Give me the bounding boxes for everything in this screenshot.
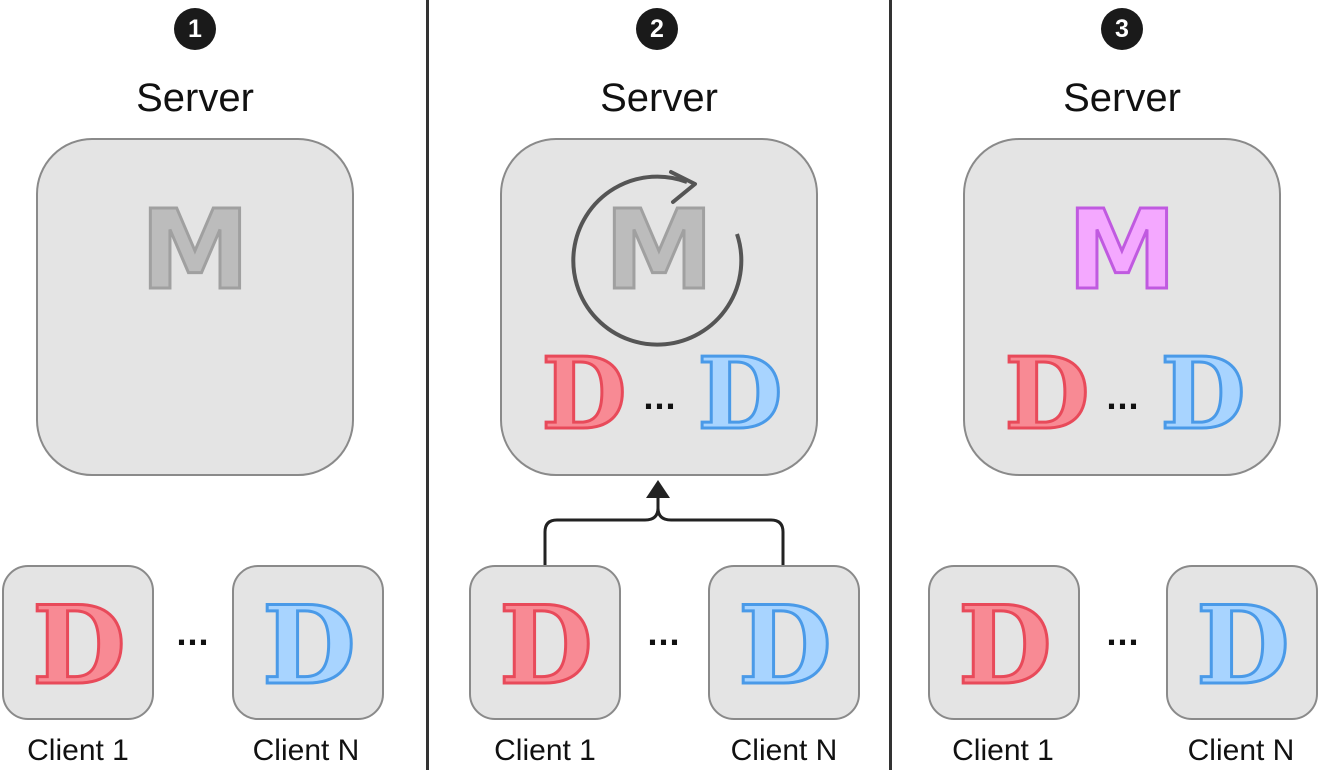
svg-text:D: D	[1196, 583, 1290, 709]
data-icon-client-n: D	[696, 336, 784, 454]
panel-step-1: 1 Server M D ... D Client 1 Client N	[0, 0, 426, 770]
server-box: M D ... D	[963, 138, 1281, 476]
data-icon-client-1: D	[1003, 336, 1091, 454]
model-icon: M	[603, 185, 715, 316]
svg-text:D: D	[32, 583, 126, 709]
data-icon-client-n: D	[261, 582, 358, 711]
server-label: Server	[1063, 76, 1181, 120]
svg-text:D: D	[698, 337, 783, 452]
data-icon-client-1: D	[498, 582, 595, 711]
client-box-n: D	[708, 565, 860, 720]
panel-divider	[426, 0, 429, 770]
svg-text:D: D	[958, 583, 1052, 709]
panel-step-2: 2 Server M D ... D D ... D Client 1	[469, 8, 860, 767]
server-box: M	[36, 138, 354, 476]
client-label-1: Client 1	[27, 734, 129, 767]
svg-text:D: D	[1005, 337, 1090, 452]
ellipsis: ...	[176, 612, 210, 653]
data-icon-client-1: D	[957, 582, 1054, 711]
client-box-1: D	[469, 565, 621, 720]
ellipsis: ...	[647, 612, 681, 653]
model-icon: M	[1066, 185, 1178, 316]
panel-divider	[889, 0, 892, 770]
data-icon-client-n: D	[1159, 336, 1247, 454]
ellipsis: ...	[1106, 612, 1140, 653]
training-cycle-icon	[571, 170, 744, 347]
client-label-1: Client 1	[494, 734, 596, 767]
ellipsis: ...	[643, 376, 677, 417]
data-icon-client-1: D	[540, 336, 628, 454]
model-icon: M	[139, 185, 251, 316]
svg-text:D: D	[1161, 337, 1246, 452]
ellipsis: ...	[1106, 376, 1140, 417]
client-box-n: D	[1166, 565, 1318, 720]
client-label-n: Client N	[1187, 734, 1295, 767]
client-box-1: D	[2, 565, 154, 720]
svg-text:D: D	[262, 583, 356, 709]
svg-text:D: D	[542, 337, 627, 452]
svg-text:M: M	[1067, 186, 1176, 314]
svg-text:M: M	[604, 186, 713, 314]
client-label-1: Client 1	[952, 734, 1054, 767]
svg-text:M: M	[140, 186, 249, 314]
step-badge: 1	[174, 8, 216, 50]
client-label-n: Client N	[730, 734, 838, 767]
server-label: Server	[600, 76, 718, 120]
server-label: Server	[136, 76, 254, 120]
data-icon-client-1: D	[31, 582, 128, 711]
client-box-1: D	[928, 565, 1080, 720]
step-badge: 3	[1101, 8, 1143, 50]
client-box-n: D	[232, 565, 384, 720]
svg-text:D: D	[738, 583, 832, 709]
svg-text:D: D	[499, 583, 593, 709]
data-icon-client-n: D	[1195, 582, 1292, 711]
data-icon-client-n: D	[737, 582, 834, 711]
client-label-n: Client N	[252, 734, 360, 767]
upload-arrow	[543, 480, 785, 566]
step-badge: 2	[636, 8, 678, 50]
server-box: M D ... D	[500, 138, 818, 476]
